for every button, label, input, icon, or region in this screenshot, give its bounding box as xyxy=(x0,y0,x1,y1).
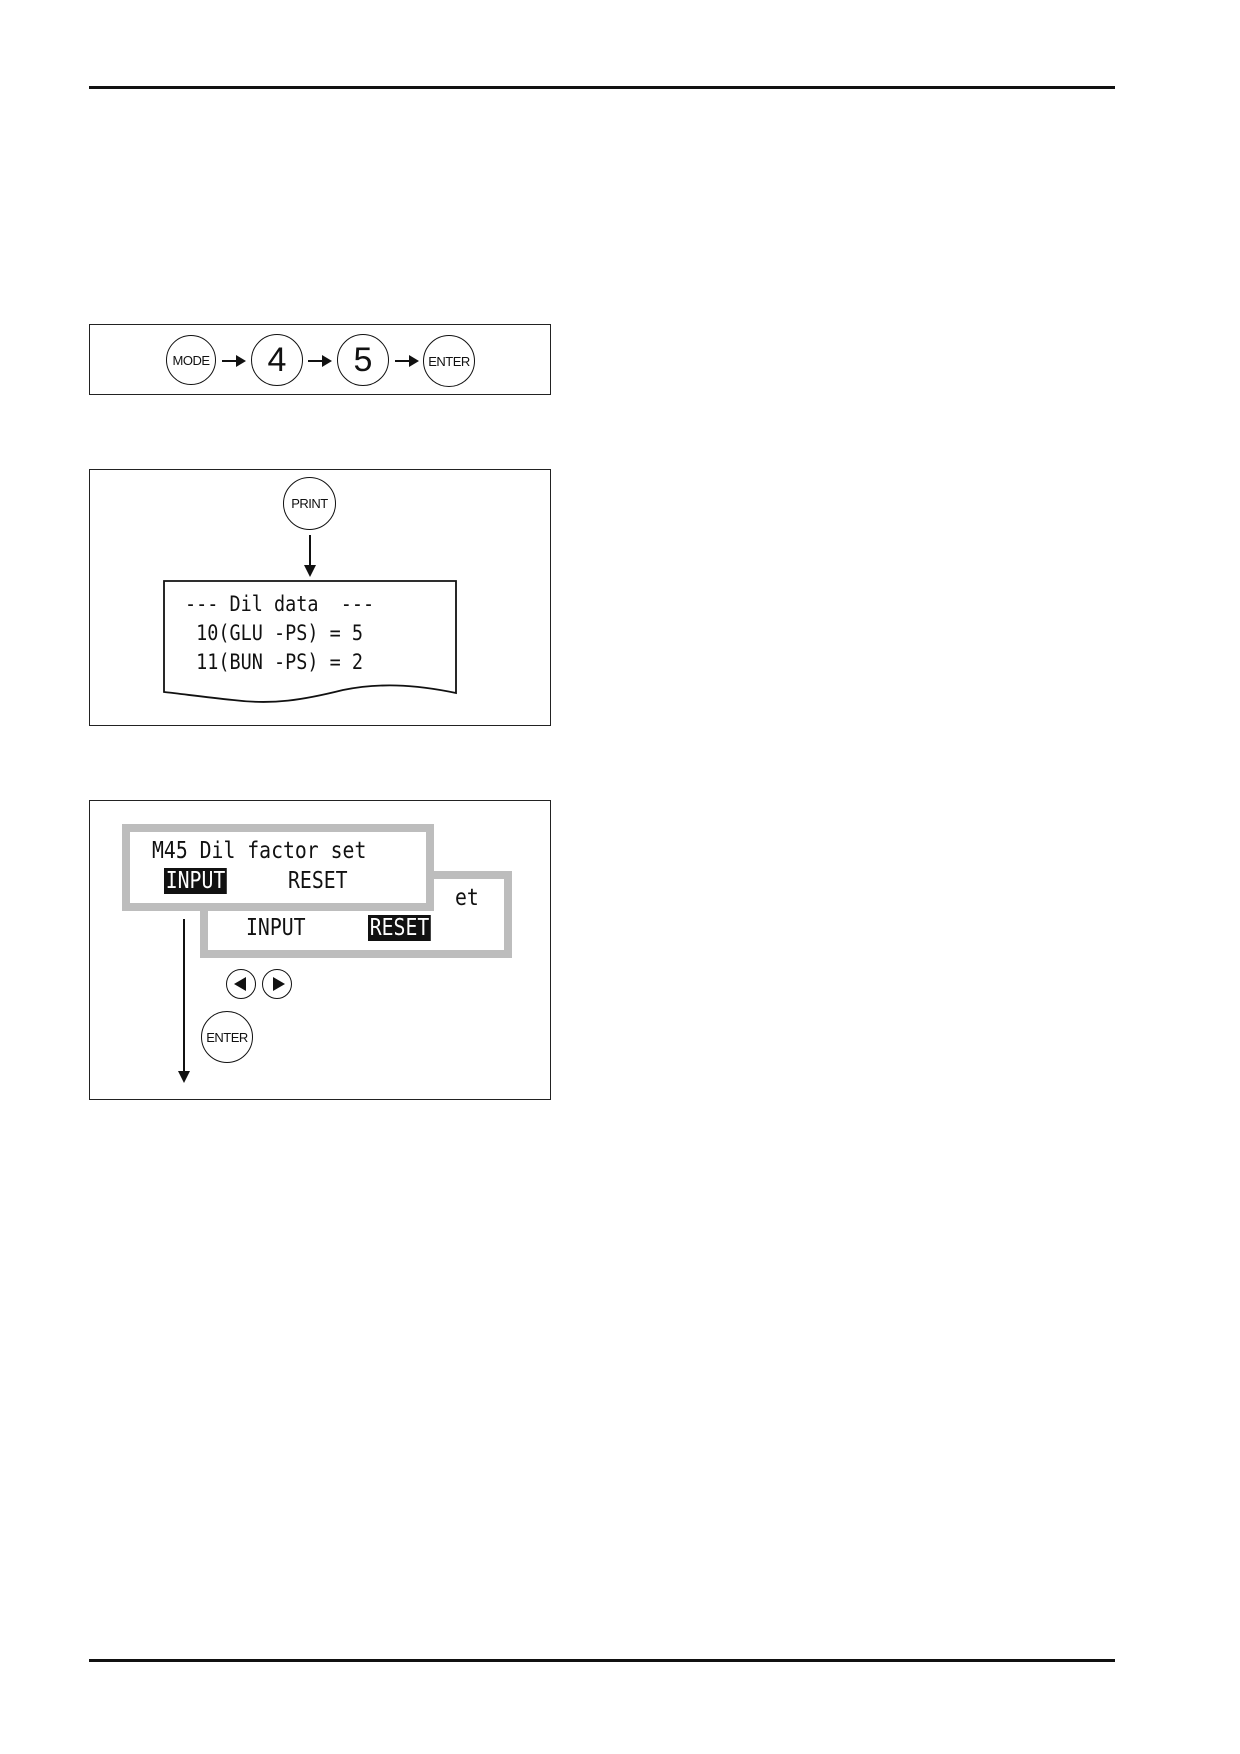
arrow-right-icon xyxy=(308,355,332,367)
enter-key[interactable]: ENTER xyxy=(201,1011,253,1063)
key-5[interactable]: 5 xyxy=(337,334,389,386)
lcd-front-reset-option[interactable]: RESET xyxy=(288,868,348,894)
paper-outline-icon xyxy=(163,580,457,703)
enter-key-label: ENTER xyxy=(428,353,470,369)
key-4[interactable]: 4 xyxy=(251,334,303,386)
lcd-back-reset-highlight: RESET xyxy=(368,915,431,941)
right-arrow-key[interactable] xyxy=(262,969,292,999)
key-5-label: 5 xyxy=(353,340,373,379)
printout-line-1: --- Dil data --- xyxy=(185,592,375,616)
mode-key[interactable]: MODE xyxy=(166,335,216,385)
key-sequence-panel: MODE 4 5 ENTER xyxy=(89,324,551,395)
printout-line-3: 11(BUN -PS) = 2 xyxy=(185,650,364,674)
left-triangle-icon xyxy=(233,977,246,991)
mode-key-label: MODE xyxy=(172,352,211,368)
footer-rule xyxy=(89,1659,1115,1662)
printout-line-2: 10(GLU -PS) = 5 xyxy=(185,621,364,645)
right-triangle-icon xyxy=(272,977,285,991)
arrow-right-icon xyxy=(395,355,419,367)
lcd-front-input-option[interactable]: INPUT xyxy=(164,868,227,894)
print-key[interactable]: PRINT xyxy=(283,477,336,530)
dil-factor-panel: et INPUT RESET M45 Dil factor set INPUT … xyxy=(89,800,551,1100)
enter-key-label: ENTER xyxy=(206,1029,248,1045)
arrow-down-icon xyxy=(304,535,316,577)
print-key-label: PRINT xyxy=(291,496,328,511)
key-4-label: 4 xyxy=(267,340,287,379)
lcd-screen-input-selected: M45 Dil factor set INPUT RESET xyxy=(122,824,434,911)
enter-key[interactable]: ENTER xyxy=(423,335,475,387)
header-rule xyxy=(89,86,1115,89)
left-arrow-key[interactable] xyxy=(226,969,256,999)
lcd-back-reset-option[interactable]: RESET xyxy=(368,915,431,941)
lcd-front-title: M45 Dil factor set xyxy=(152,838,367,864)
lcd-back-input-option[interactable]: INPUT xyxy=(246,915,306,941)
printout-text: --- Dil data --- 10(GLU -PS) = 5 11(BUN … xyxy=(185,590,374,677)
lcd-front-input-highlight: INPUT xyxy=(164,868,227,894)
arrow-right-icon xyxy=(222,355,246,367)
lcd-back-title-fragment: et xyxy=(455,885,479,911)
lcd-screen-reset-selected: et INPUT RESET xyxy=(200,871,512,958)
print-panel: PRINT --- Dil data --- 10(GLU -PS) = 5 1… xyxy=(89,469,551,726)
arrow-down-icon xyxy=(178,919,190,1083)
printout-paper: --- Dil data --- 10(GLU -PS) = 5 11(BUN … xyxy=(163,580,457,703)
